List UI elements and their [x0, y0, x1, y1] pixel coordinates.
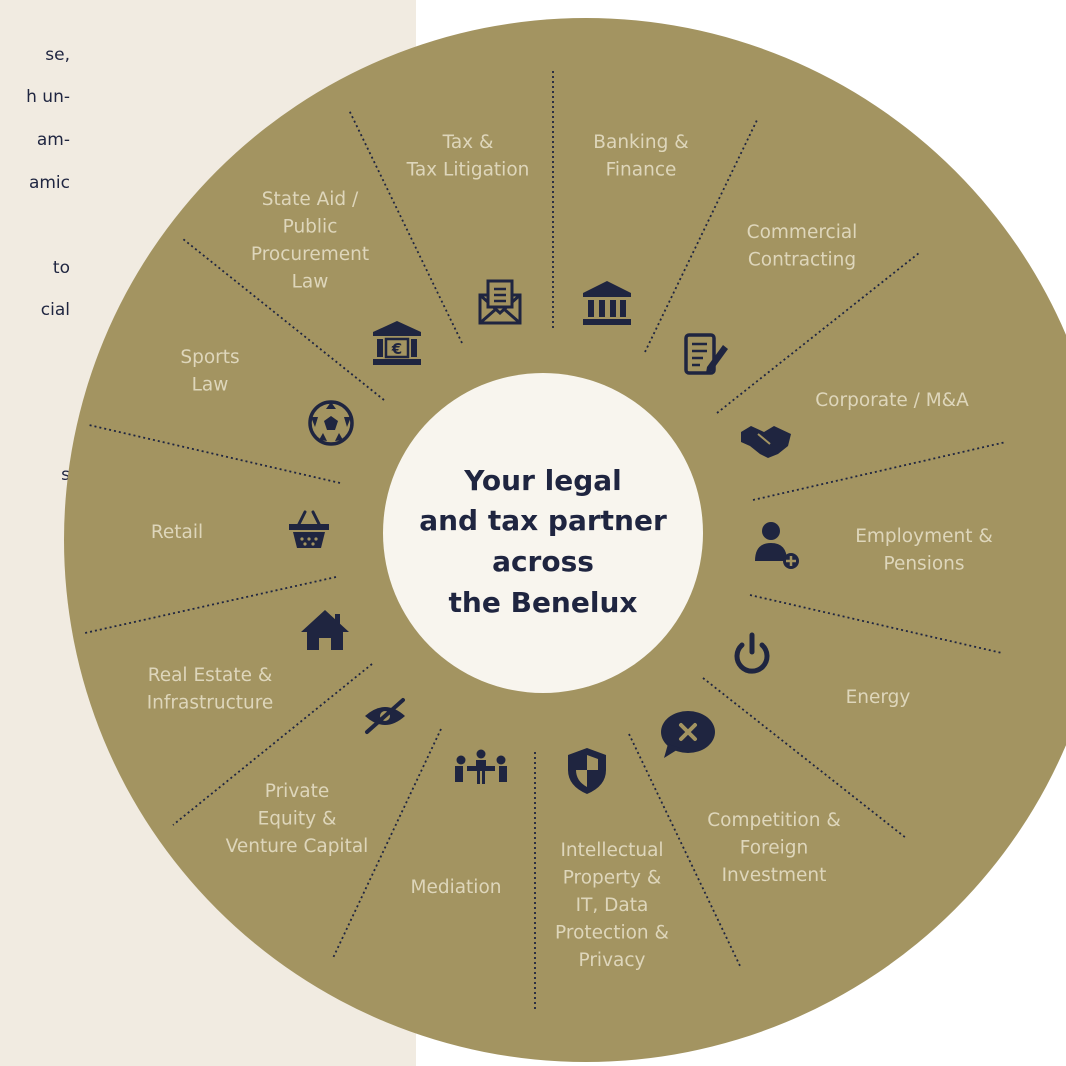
- label-line: Pensions: [883, 554, 964, 575]
- label-line: Corporate / M&A: [815, 390, 969, 411]
- label-line: Tax &: [442, 132, 494, 153]
- label-line: Venture Capital: [226, 836, 369, 857]
- divider-line: [749, 594, 1003, 654]
- label-line: Banking &: [593, 132, 688, 153]
- divider-line: [644, 117, 759, 353]
- center-circle: [383, 373, 703, 693]
- shield-icon: [568, 748, 606, 794]
- label-corporate: Corporate / M&A: [815, 390, 969, 411]
- intro-text-fragment: cial: [40, 300, 70, 320]
- label-line: Procurement: [251, 244, 369, 265]
- shopping-basket-icon: [289, 510, 329, 548]
- user-plus-icon: [755, 522, 799, 569]
- intro-text-fragment: am-: [36, 130, 70, 150]
- label-line: Intellectual: [560, 840, 663, 861]
- label-line: Law: [192, 375, 229, 396]
- center-title-line-4: the Benelux: [449, 586, 638, 619]
- divider-line: [348, 109, 463, 344]
- label-line: Real Estate &: [148, 665, 273, 686]
- intro-text-fragment: s: [61, 465, 70, 485]
- intro-text-fragment: se,: [45, 45, 70, 65]
- intro-text-fragment: h un-: [26, 87, 70, 107]
- label-line: Employment &: [855, 526, 993, 547]
- label-line: Contracting: [748, 250, 856, 271]
- label-banking: Banking & Finance: [593, 132, 688, 181]
- label-line: Public: [283, 217, 338, 238]
- soccer-ball-icon: [308, 400, 354, 446]
- center-title-line-2: and tax partner: [419, 504, 667, 537]
- meeting-table-icon: [455, 749, 507, 784]
- label-employment: Employment & Pensions: [855, 526, 993, 575]
- label-line: Equity &: [258, 809, 337, 830]
- divider-line: [752, 441, 1007, 501]
- label-line: Mediation: [410, 877, 501, 898]
- label-mediation: Mediation: [410, 877, 501, 898]
- label-line: Sports: [180, 347, 239, 368]
- practice-area-labels: Tax & Tax Litigation Banking & FinanceComme…: [147, 132, 993, 971]
- svg-text:€: €: [391, 340, 402, 358]
- house-icon: [301, 610, 349, 650]
- contract-pen-icon: [684, 333, 728, 375]
- handshake-icon: [741, 426, 791, 458]
- label-real-estate: Real Estate & Infrastructure: [147, 665, 274, 714]
- practice-area-icons: €: [289, 279, 799, 794]
- intro-text-fragment: to: [52, 258, 70, 278]
- label-line: Finance: [606, 160, 677, 181]
- divider-line: [332, 728, 442, 959]
- label-line: Property &: [563, 868, 662, 889]
- label-line: Protection &: [555, 923, 669, 944]
- center-title-line-3: across: [492, 545, 594, 578]
- label-line: Privacy: [579, 950, 646, 971]
- label-line: Energy: [846, 687, 911, 708]
- label-line: Law: [292, 272, 329, 293]
- label-line: State Aid /: [262, 189, 359, 210]
- label-retail: Retail: [151, 522, 203, 543]
- label-line: Commercial: [747, 222, 858, 243]
- divider-line: [628, 733, 742, 969]
- label-line: Infrastructure: [147, 693, 274, 714]
- label-line: Competition &: [707, 810, 841, 831]
- euro-bank-icon: €: [373, 321, 421, 365]
- eye-slash-icon: [365, 698, 405, 734]
- label-line: Foreign: [740, 838, 809, 859]
- divider-line: [702, 677, 907, 839]
- speech-bubble-x-icon: [661, 711, 715, 758]
- label-line: IT, Data: [576, 895, 649, 916]
- label-tax: Tax & Tax Litigation: [406, 132, 530, 181]
- envelope-document-icon: [478, 279, 522, 325]
- center-title-line-1: Your legal: [463, 464, 622, 497]
- bank-building-icon: [583, 281, 631, 325]
- divider-lines: [84, 68, 1007, 1010]
- label-line: Tax Litigation: [406, 160, 530, 181]
- intro-text-fragment: amic: [28, 173, 70, 193]
- label-line: Private: [265, 781, 330, 802]
- label-line: Investment: [722, 865, 827, 886]
- label-energy: Energy: [846, 687, 911, 708]
- power-icon: [734, 632, 770, 674]
- label-line: Retail: [151, 522, 203, 543]
